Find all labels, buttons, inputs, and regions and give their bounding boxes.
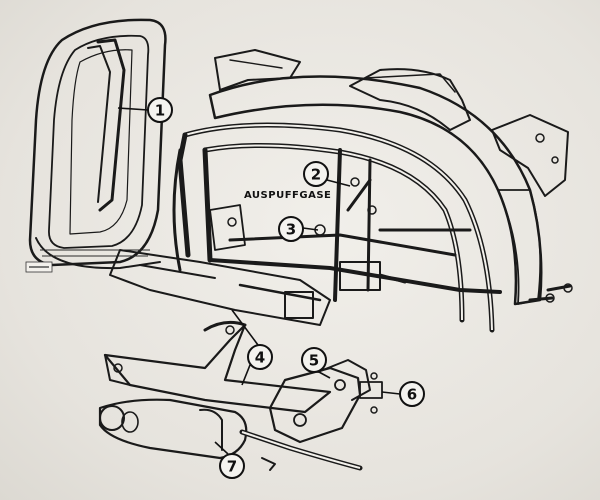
engraver-tag — [25, 261, 53, 273]
leg-shield — [28, 18, 167, 270]
loose-bolts — [528, 283, 573, 303]
callout-2: 2 — [303, 161, 329, 187]
engine-cradle — [103, 320, 332, 414]
callout-number: 7 — [227, 458, 237, 476]
top-bracket — [214, 49, 301, 91]
tubular-frame — [109, 122, 502, 333]
rear-body-shell — [208, 68, 543, 306]
callout-4: 4 — [247, 344, 273, 370]
callout-number: 6 — [407, 386, 417, 404]
silencer — [98, 398, 363, 471]
exhaust-gas-label: AUSPUFFGASE — [244, 190, 331, 201]
callout-number: 5 — [309, 352, 319, 370]
rear-bracket — [491, 114, 569, 197]
callout-7: 7 — [219, 453, 245, 479]
callout-number: 1 — [155, 102, 165, 120]
callout-5: 5 — [301, 347, 327, 373]
callout-number: 4 — [255, 349, 265, 367]
callout-number: 2 — [311, 166, 321, 184]
callout-1: 1 — [147, 97, 173, 123]
callout-number: 3 — [286, 221, 296, 239]
pivot-bracket — [268, 359, 383, 444]
callout-3: 3 — [278, 216, 304, 242]
callout-6: 6 — [399, 381, 425, 407]
